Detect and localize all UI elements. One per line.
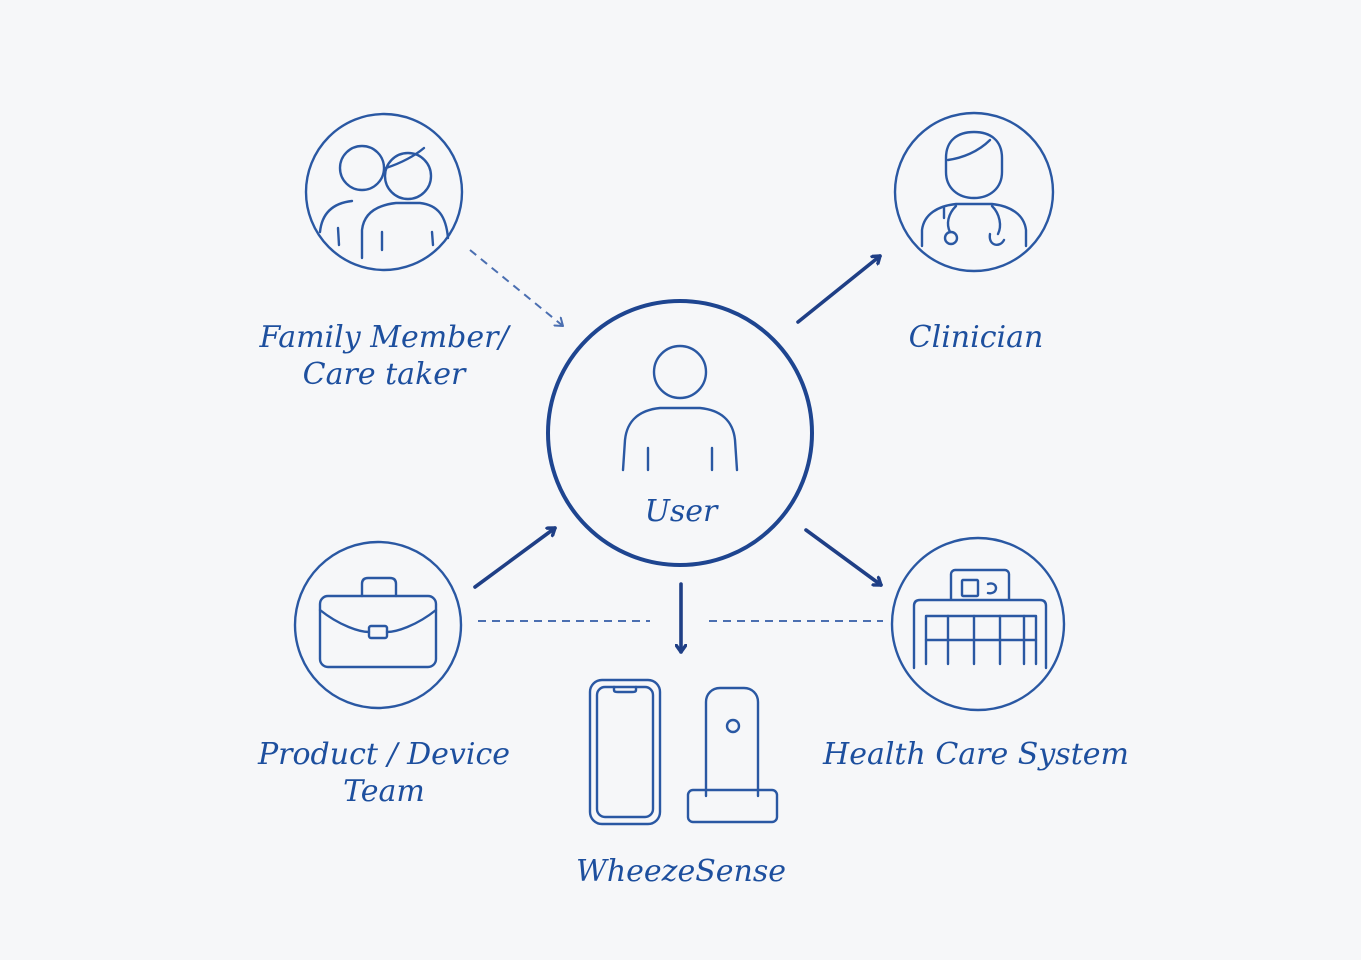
family-node [304, 112, 464, 272]
family-label-line1: Family Member/ [258, 320, 511, 355]
product-node [293, 540, 463, 710]
phone-icon [588, 678, 662, 826]
product-to-user-arrow [473, 526, 557, 589]
briefcase-icon [318, 576, 438, 669]
wheezesense-label: WheezeSense [576, 854, 786, 889]
health-label: Health Care System [822, 737, 1129, 772]
product-label-line2: Team [343, 774, 425, 809]
user-node: User [546, 299, 814, 567]
user-icon [621, 344, 739, 472]
hospital-icon [912, 568, 1048, 670]
family-circle [304, 112, 464, 272]
user-to-clinician-arrow [796, 254, 882, 324]
family-label-line2: Care taker [303, 357, 467, 392]
device-icon [588, 678, 779, 826]
doctor-icon [920, 130, 1028, 248]
clinician-label: Clinician [909, 320, 1044, 355]
product-circle [293, 540, 463, 710]
family-to-user-dashed-arrow [469, 249, 564, 327]
user-to-health-arrow [804, 528, 883, 587]
clinician-circle [893, 111, 1055, 273]
health-circle [890, 536, 1066, 712]
family-icon [318, 144, 450, 260]
clinician-node [893, 111, 1055, 273]
user-circle [546, 299, 814, 567]
product-label-line1: Product / Device [257, 737, 510, 772]
health-node [890, 536, 1066, 712]
sensor-device-icon [686, 686, 779, 824]
user-label: User [645, 494, 719, 529]
